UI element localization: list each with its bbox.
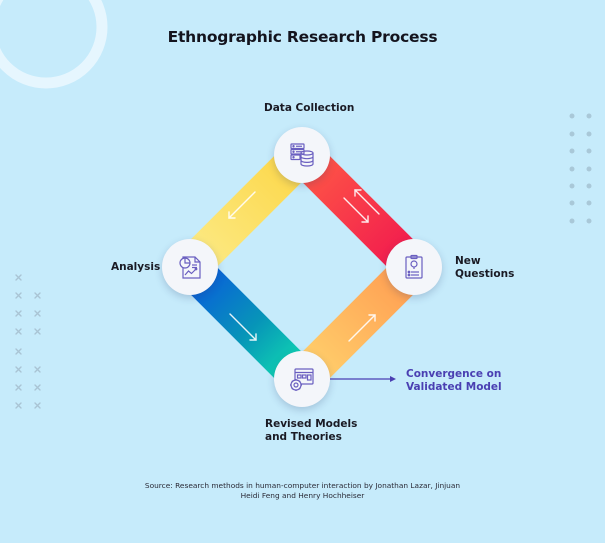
database-server-icon xyxy=(290,143,314,167)
cross-grid xyxy=(15,274,41,409)
node-new-questions xyxy=(386,239,442,295)
arrow-two-way-icon xyxy=(343,189,380,223)
source-line1: Source: Research methods in human-comput… xyxy=(144,481,461,490)
source-citation: Source: Research methods in human-comput… xyxy=(120,481,485,501)
label-convergence: Convergence on Validated Model xyxy=(406,368,502,394)
label-new-questions-line1: New xyxy=(455,255,481,267)
node-data-collection xyxy=(274,127,330,183)
dot-grid xyxy=(569,113,592,224)
label-revised-models: Revised Models and Theories xyxy=(265,418,357,444)
window-gear-icon xyxy=(290,368,314,391)
source-line2: Heidi Feng and Henry Hochheiser xyxy=(240,491,365,500)
label-new-questions: New Questions xyxy=(455,255,514,281)
label-convergence-line1: Convergence on xyxy=(406,368,502,380)
arrow-up-right-icon xyxy=(348,314,376,342)
page-title: Ethnographic Research Process xyxy=(167,28,438,46)
node-revised-models xyxy=(274,351,330,407)
label-analysis: Analysis xyxy=(111,261,161,273)
convergence-arrow-icon xyxy=(330,376,396,382)
clipboard-question-icon xyxy=(405,254,423,279)
label-convergence-line2: Validated Model xyxy=(406,381,502,393)
decorative-ring xyxy=(0,0,108,89)
label-revised-models-line2: and Theories xyxy=(265,431,342,443)
arrow-down-right-icon xyxy=(229,313,257,341)
report-chart-icon xyxy=(179,256,201,279)
label-revised-models-line1: Revised Models xyxy=(265,418,358,430)
arrow-down-left-icon xyxy=(228,191,256,219)
label-new-questions-line2: Questions xyxy=(455,268,515,280)
node-analysis xyxy=(162,239,218,295)
label-data-collection: Data Collection xyxy=(264,102,355,114)
